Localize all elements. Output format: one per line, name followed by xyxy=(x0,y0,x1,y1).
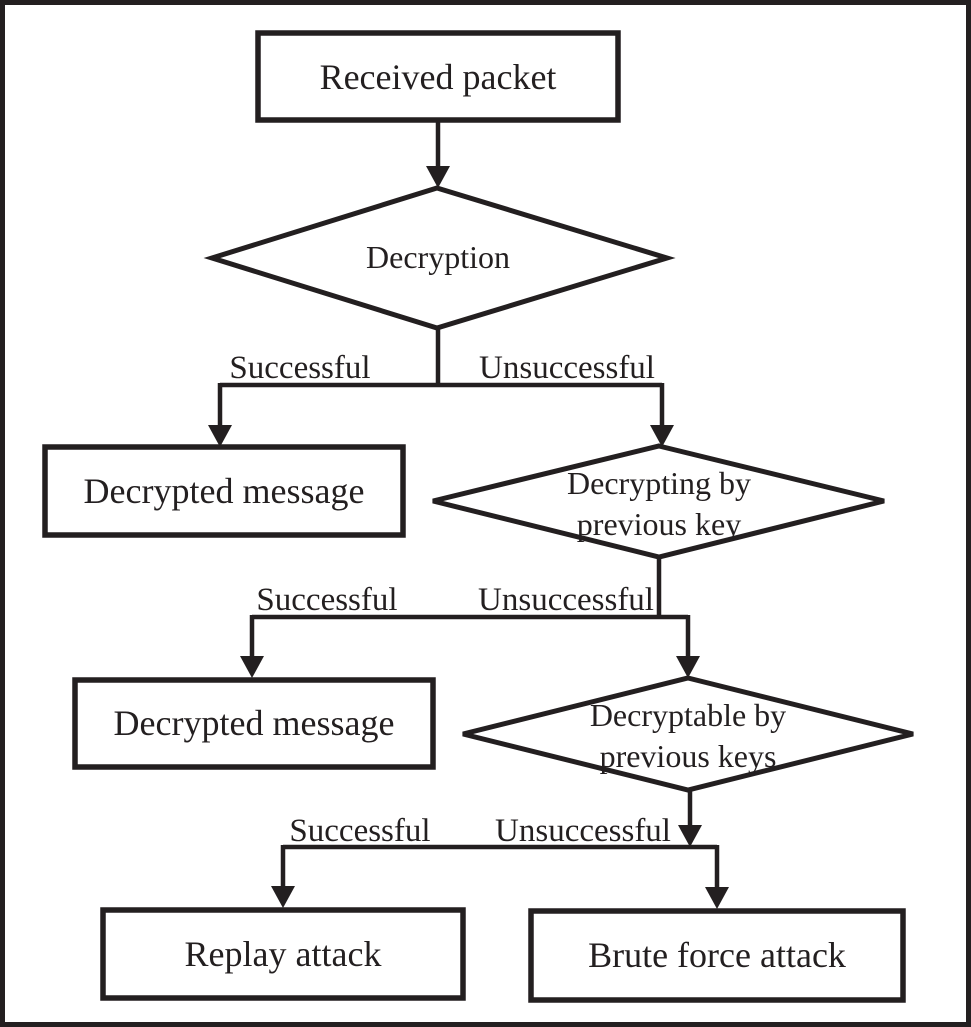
arrow-down-icon xyxy=(650,425,674,447)
arrow-down-icon xyxy=(426,166,450,188)
branch-decrypting-previous-key: Successful Unsuccessful xyxy=(240,557,700,678)
node-label-line2: previous key xyxy=(577,506,741,542)
process-box xyxy=(255,30,621,123)
arrow-down-icon xyxy=(240,656,264,678)
arrow-down-icon xyxy=(208,425,232,447)
branch1-successful-label: Successful xyxy=(229,350,370,386)
node-decryptable-by-previous-keys: Decryptable by previous keys xyxy=(462,675,914,793)
branch2-unsuccessful-label: Unsuccessful xyxy=(478,582,654,618)
node-decrypted-message-1: Decrypted message xyxy=(42,444,406,538)
decision-diamond xyxy=(203,185,676,331)
branch1-unsuccessful-label: Unsuccessful xyxy=(479,350,655,386)
arrow-down-icon xyxy=(271,886,295,908)
node-label: Decrypted message xyxy=(84,471,365,511)
node-decrypting-by-previous-key: Decrypting by previous key xyxy=(432,443,885,560)
arrow-down-icon xyxy=(705,887,729,909)
node-label: Received packet xyxy=(320,57,557,97)
node-brute-force-attack: Brute force attack xyxy=(528,908,906,1003)
node-label-line1: Decrypting by xyxy=(567,465,751,501)
arrow-down-icon xyxy=(676,656,700,678)
edge-received-to-decryption xyxy=(426,120,450,188)
process-box xyxy=(528,908,906,1003)
node-received-packet: Received packet xyxy=(255,30,621,123)
branch3-unsuccessful-label: Unsuccessful xyxy=(495,813,671,849)
node-decryption: Decryption xyxy=(203,185,676,331)
decision-diamond xyxy=(462,675,914,793)
node-label-line2: previous keys xyxy=(600,738,777,774)
branch-decryptable-previous-keys: Successful Unsuccessful xyxy=(271,790,729,909)
branch-decryption: Successful Unsuccessful xyxy=(208,328,674,447)
node-replay-attack: Replay attack xyxy=(100,907,466,1001)
arrow-down-icon xyxy=(678,825,702,847)
process-box xyxy=(42,444,406,538)
decision-diamond xyxy=(432,443,885,560)
node-label-line1: Decryptable by xyxy=(590,697,786,733)
node-label: Replay attack xyxy=(185,934,382,974)
node-label: Decryption xyxy=(366,239,510,275)
branch3-successful-label: Successful xyxy=(289,813,430,849)
process-box xyxy=(72,677,436,770)
branch2-successful-label: Successful xyxy=(256,582,397,618)
node-label: Brute force attack xyxy=(588,935,846,975)
process-box xyxy=(100,907,466,1001)
node-label: Decrypted message xyxy=(114,703,395,743)
node-decrypted-message-2: Decrypted message xyxy=(72,677,436,770)
